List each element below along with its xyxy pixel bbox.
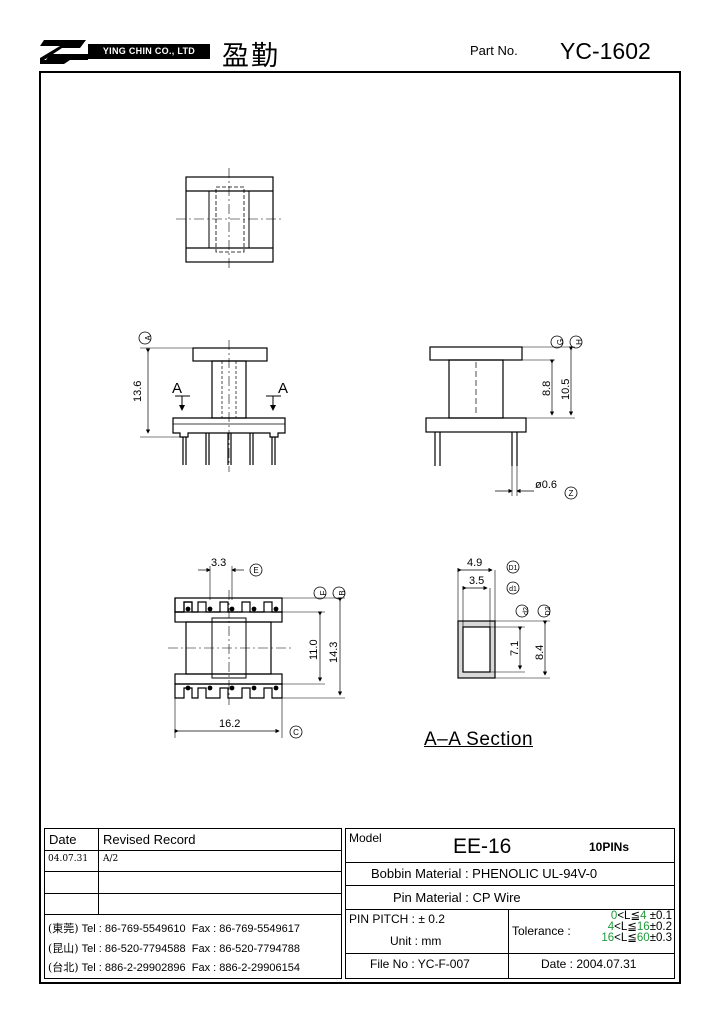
tag-d1-lower: d1 xyxy=(509,586,517,593)
section-mark-left: A xyxy=(172,380,182,397)
dim-4-9: 4.9 xyxy=(467,557,482,569)
tag-c: C xyxy=(293,728,299,737)
tag-f: F xyxy=(319,590,328,595)
revision-row xyxy=(45,894,341,915)
section-mark-right: A xyxy=(278,380,288,397)
contact-fax: Fax : 86-769-5549617 xyxy=(191,923,300,935)
company-name-cn: 盈勤 xyxy=(222,41,280,72)
bobbin-material: Bobbin Material : PHENOLIC UL-94V-0 xyxy=(371,866,598,881)
revision-column-divider xyxy=(98,829,99,915)
revision-row xyxy=(45,851,341,872)
tag-d1-upper: D1 xyxy=(509,565,518,572)
contact-tel: Tel : 86-520-7794588 xyxy=(81,943,186,955)
drawing-frame xyxy=(39,71,681,984)
dim-13-6: 13.6 xyxy=(132,381,144,402)
model-box: Model EE-16 10PINs Bobbin Material : PHE… xyxy=(345,828,675,979)
tolerance-table: 0<L≦4 ±0.1 4<L≦16±0.2 16<L≦60±0.3 xyxy=(582,910,672,944)
model-column-divider xyxy=(508,909,509,978)
drawing-date: Date : 2004.07.31 xyxy=(541,957,637,971)
company-name-en: YING CHIN CO., LTD xyxy=(88,44,210,59)
dim-8-4: 8.4 xyxy=(534,645,546,660)
model-value: EE-16 xyxy=(453,835,512,858)
pin-material: Pin Material : CP Wire xyxy=(393,890,521,905)
tag-d2-upper: D2 xyxy=(545,606,552,615)
dim-3-5: 3.5 xyxy=(469,575,484,587)
revision-box: Date Revised Record 04.07.31 A/2 (東莞) Te… xyxy=(44,828,342,979)
pin-count: 10PINs xyxy=(589,840,630,854)
tag-z: Z xyxy=(569,489,574,498)
pin-pitch: PIN PITCH : ± 0.2 xyxy=(349,912,445,926)
revision-date-header: Date xyxy=(49,832,77,847)
contact-line: (昆山) Tel : 86-520-7794588 Fax : 86-520-7… xyxy=(48,940,300,956)
section-view xyxy=(457,567,550,679)
part-no-value: YC-1602 xyxy=(560,38,651,64)
revision-row xyxy=(45,872,341,894)
contact-line: (台北) Tel : 886-2-29902896 Fax : 886-2-29… xyxy=(48,959,300,975)
tolerance-label: Tolerance : xyxy=(512,924,571,938)
top-view xyxy=(176,168,283,270)
contact-line: (東莞) Tel : 86-769-5549610 Fax : 86-769-5… xyxy=(48,920,300,936)
model-divider xyxy=(346,862,674,863)
tag-d2-lower: d2 xyxy=(523,607,530,615)
contact-city: (昆山) xyxy=(48,942,79,955)
contact-fax: Fax : 886-2-29906154 xyxy=(191,962,300,974)
revision-record-header: Revised Record xyxy=(103,832,196,847)
section-title: A–A Section xyxy=(424,729,534,750)
bottom-view xyxy=(168,566,345,738)
dim-3-3: 3.3 xyxy=(211,557,226,569)
dim-11-0: 11.0 xyxy=(308,639,320,660)
tolerance-row: 0<L≦4 ±0.1 xyxy=(610,910,672,922)
dim-7-1: 7.1 xyxy=(509,641,521,656)
contact-tel: Tel : 886-2-29902896 xyxy=(81,962,186,974)
part-no-label: Part No. xyxy=(470,43,518,58)
dim-phi-0-6: ø0.6 xyxy=(535,479,557,491)
front-view xyxy=(140,340,286,472)
tag-e: E xyxy=(253,566,258,575)
tolerance-row: 16<L≦60±0.3 xyxy=(601,932,672,944)
file-no: File No : YC-F-007 xyxy=(370,957,470,971)
dim-14-3: 14.3 xyxy=(328,642,340,663)
model-divider xyxy=(346,909,674,910)
model-divider xyxy=(346,885,674,886)
contact-fax: Fax : 86-520-7794788 xyxy=(191,943,300,955)
tag-h: H xyxy=(575,339,584,345)
tag-a: A xyxy=(144,335,153,341)
dim-8-8: 8.8 xyxy=(541,381,553,396)
model-label: Model xyxy=(349,831,382,845)
unit: Unit : mm xyxy=(390,934,442,948)
tag-b: B xyxy=(338,590,347,595)
dim-16-2: 16.2 xyxy=(219,718,240,730)
model-divider xyxy=(346,953,674,954)
contact-city: (東莞) xyxy=(48,922,79,935)
tolerance-row: 4<L≦16±0.2 xyxy=(607,921,672,933)
revision-date-cell: 04.07.31 xyxy=(48,854,89,864)
tag-g: G xyxy=(556,339,565,345)
contact-tel: Tel : 86-769-5549610 xyxy=(81,923,186,935)
revision-record-cell: A/2 xyxy=(103,854,119,864)
dim-10-5: 10.5 xyxy=(560,379,572,400)
revision-header-row xyxy=(45,829,341,851)
contact-city: (台北) xyxy=(48,961,79,974)
side-view xyxy=(425,346,575,496)
company-logo-icon xyxy=(40,40,88,64)
